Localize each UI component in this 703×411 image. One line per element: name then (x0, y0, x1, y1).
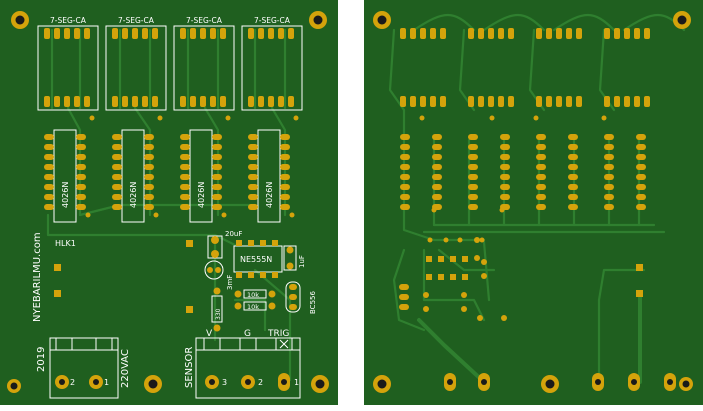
timer-label: NE555N (240, 255, 272, 264)
sensor-label: SENSOR (184, 347, 195, 388)
display-label-3: 7-SEG-CA (186, 16, 223, 25)
mains-label: 220VAC (120, 349, 131, 388)
capacitor-20uf (207, 235, 223, 259)
resistor-1-label: 10k (247, 291, 259, 299)
back-terminal-pads (444, 264, 676, 391)
module-pad-4 (186, 306, 193, 313)
front-mounting-holes (7, 11, 329, 393)
cap-20uf-label: 20uF (225, 230, 242, 238)
pcb-back-artwork (373, 11, 693, 393)
mains-pin-2-label: 2 (70, 378, 75, 387)
back-ic-pads (400, 134, 646, 210)
sensor-pin-3-label: 3 (222, 378, 227, 387)
sensor-pin-1-label: 1 (294, 378, 299, 387)
resistor-3-label: 330 (215, 308, 222, 320)
cap-3mf-label: 3mF (226, 275, 234, 290)
ic-label-3: 4026N (197, 182, 206, 208)
resistors (211, 287, 276, 332)
back-power-trace-1 (417, 318, 486, 384)
sensor-terminal-block (195, 337, 301, 399)
display-label-4: 7-SEG-CA (254, 16, 291, 25)
mains-terminal-block (49, 337, 119, 399)
ic-label-2: 4026N (129, 182, 138, 208)
module-pad-1 (54, 264, 61, 271)
sensor-pin-v-label: V (206, 329, 213, 339)
module-label: HLK1 (55, 239, 76, 248)
ic-label-4: 4026N (265, 182, 274, 208)
front-traces (46, 28, 292, 382)
back-timer-pads (399, 237, 507, 321)
transistor-label: BC556 (309, 291, 317, 314)
back-display-pads (400, 28, 650, 107)
transistor (285, 281, 301, 313)
display-label-2: 7-SEG-CA (118, 16, 155, 25)
display-label-1: 7-SEG-CA (50, 16, 87, 25)
back-mounting-holes (373, 11, 693, 393)
mains-pin-1-label: 1 (104, 378, 109, 387)
seven-segment-displays (37, 25, 303, 111)
module-pad-2 (54, 290, 61, 297)
pcb-back-side (364, 0, 703, 405)
sensor-pin-g-label: G (244, 329, 251, 339)
pcb-front-artwork: 7-SEG-CA 7-SEG-CA 7-SEG-CA 7-SEG-CA 4026… (7, 11, 329, 399)
capacitor-3mf (204, 260, 224, 280)
capacitor-1uf (283, 245, 297, 271)
brand-text: NYEBARILMU.com (32, 232, 43, 322)
cap-1uf-label: 1uF (298, 255, 306, 268)
back-vias (419, 115, 607, 243)
sensor-pin-2-label: 2 (258, 378, 263, 387)
pcb-front-side: 7-SEG-CA 7-SEG-CA 7-SEG-CA 7-SEG-CA 4026… (0, 0, 338, 405)
sensor-pin-trig-label: TRIG (267, 329, 289, 339)
year-text: 2019 (36, 347, 47, 372)
timer-ic (233, 240, 283, 278)
module-pad-3 (186, 240, 193, 247)
ic-label-1: 4026N (61, 182, 70, 208)
front-vias (85, 115, 299, 218)
counter-ics (44, 129, 290, 223)
resistor-2-label: 10k (247, 303, 259, 311)
